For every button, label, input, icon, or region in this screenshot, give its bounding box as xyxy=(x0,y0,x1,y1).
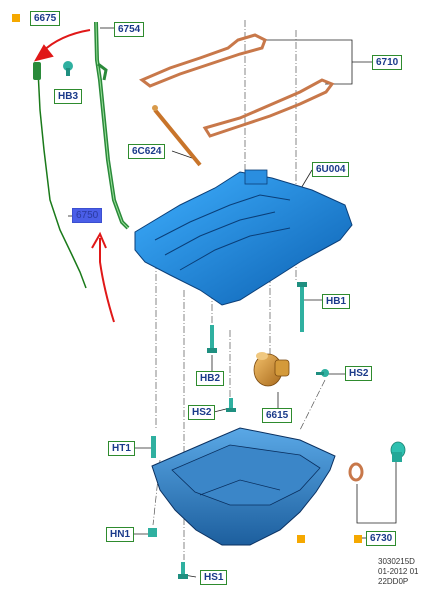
hs1-bolt-part xyxy=(178,562,188,579)
red-annotation-arrows xyxy=(33,29,115,323)
ht1-stud-part xyxy=(151,436,156,458)
reference-line-3: 22DD0P xyxy=(378,577,409,586)
callout-6615[interactable]: 6615 xyxy=(262,408,293,423)
callout-6730[interactable]: 6730 xyxy=(366,531,397,546)
callout-marker-pan xyxy=(297,535,305,543)
callout-marker-6675 xyxy=(12,14,20,22)
hb1-bolt-part xyxy=(297,282,307,332)
hs2-bolt-lower-part xyxy=(226,398,236,412)
dipstick-tube-part xyxy=(94,21,130,230)
callout-6c624[interactable]: 6C624 xyxy=(128,144,166,159)
callout-hb3[interactable]: HB3 xyxy=(54,89,83,104)
oil-pickup-tube-part xyxy=(152,105,202,167)
gasket-lower-part xyxy=(202,78,335,138)
callout-hs2-right[interactable]: HS2 xyxy=(345,366,373,381)
gasket-upper-part xyxy=(139,33,267,88)
lower-oil-pan-part xyxy=(151,427,336,546)
callout-marker-6730 xyxy=(354,535,362,543)
hn1-nut-part xyxy=(148,528,157,537)
drain-plug-part xyxy=(348,441,406,482)
callout-6750[interactable]: 6750 xyxy=(72,208,103,223)
hb2-bolt-part xyxy=(207,325,217,353)
callout-hb2[interactable]: HB2 xyxy=(196,371,225,386)
reference-line-1: 3030215D xyxy=(378,557,415,566)
callout-hs2-lower[interactable]: HS2 xyxy=(188,405,216,420)
callout-6710[interactable]: 6710 xyxy=(372,55,403,70)
callout-hb1[interactable]: HB1 xyxy=(322,294,351,309)
callout-hn1[interactable]: HN1 xyxy=(106,527,135,542)
hb3-bolt-part xyxy=(63,61,73,76)
callout-6u004[interactable]: 6U004 xyxy=(312,162,350,177)
hs2-bolt-right-part xyxy=(316,369,329,377)
callout-6675[interactable]: 6675 xyxy=(30,11,61,26)
callout-ht1[interactable]: HT1 xyxy=(108,441,135,456)
reference-code: 3030215D 01-2012 01 22DD0P xyxy=(378,557,418,587)
callout-6754[interactable]: 6754 xyxy=(114,22,145,37)
dipstick-part xyxy=(33,62,87,289)
reference-line-2: 01-2012 01 xyxy=(378,567,419,576)
upper-oil-pan-part xyxy=(134,169,353,306)
oil-pump-part xyxy=(253,352,290,387)
callout-hs1[interactable]: HS1 xyxy=(200,570,228,585)
